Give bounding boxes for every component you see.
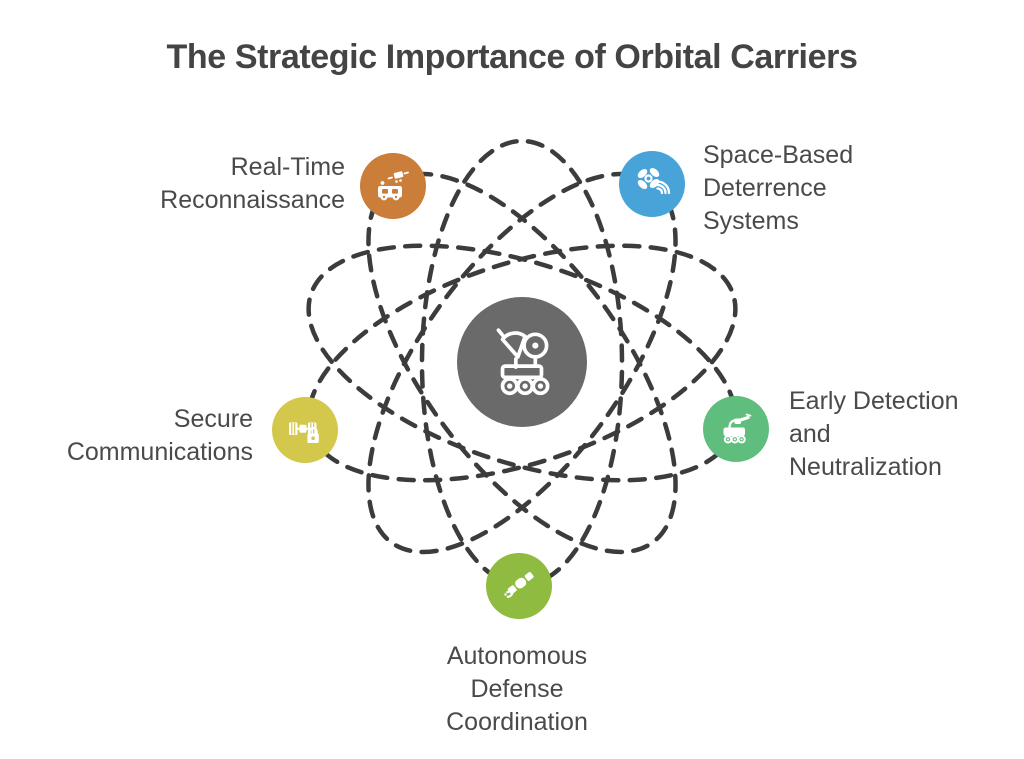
node-real-time-reconnaissance — [360, 153, 426, 219]
defense-satellite-icon — [504, 572, 534, 598]
detection-rover-icon — [723, 413, 752, 444]
secure-comms-satellite-icon — [289, 422, 319, 443]
recon-rover-icon — [378, 171, 409, 201]
label-space-based-deterrence: Space-Based Deterrence Systems — [703, 141, 854, 235]
label-real-time-reconnaissance: Real-Time Reconnaissance — [160, 153, 345, 214]
page-title: The Strategic Importance of Orbital Carr… — [166, 38, 858, 76]
node-secure-communications — [272, 397, 338, 463]
node-autonomous-defense — [486, 553, 552, 619]
deterrence-satellite-icon — [637, 167, 671, 195]
label-autonomous-defense: Autonomous Defense Coordination — [446, 642, 588, 736]
central-node — [457, 297, 587, 427]
label-early-detection: Early Detection and Neutralization — [789, 387, 959, 481]
node-early-detection — [703, 396, 769, 462]
node-space-based-deterrence — [619, 151, 685, 217]
rover-icon — [496, 328, 550, 396]
label-secure-communications: Secure Communications — [66, 405, 253, 466]
